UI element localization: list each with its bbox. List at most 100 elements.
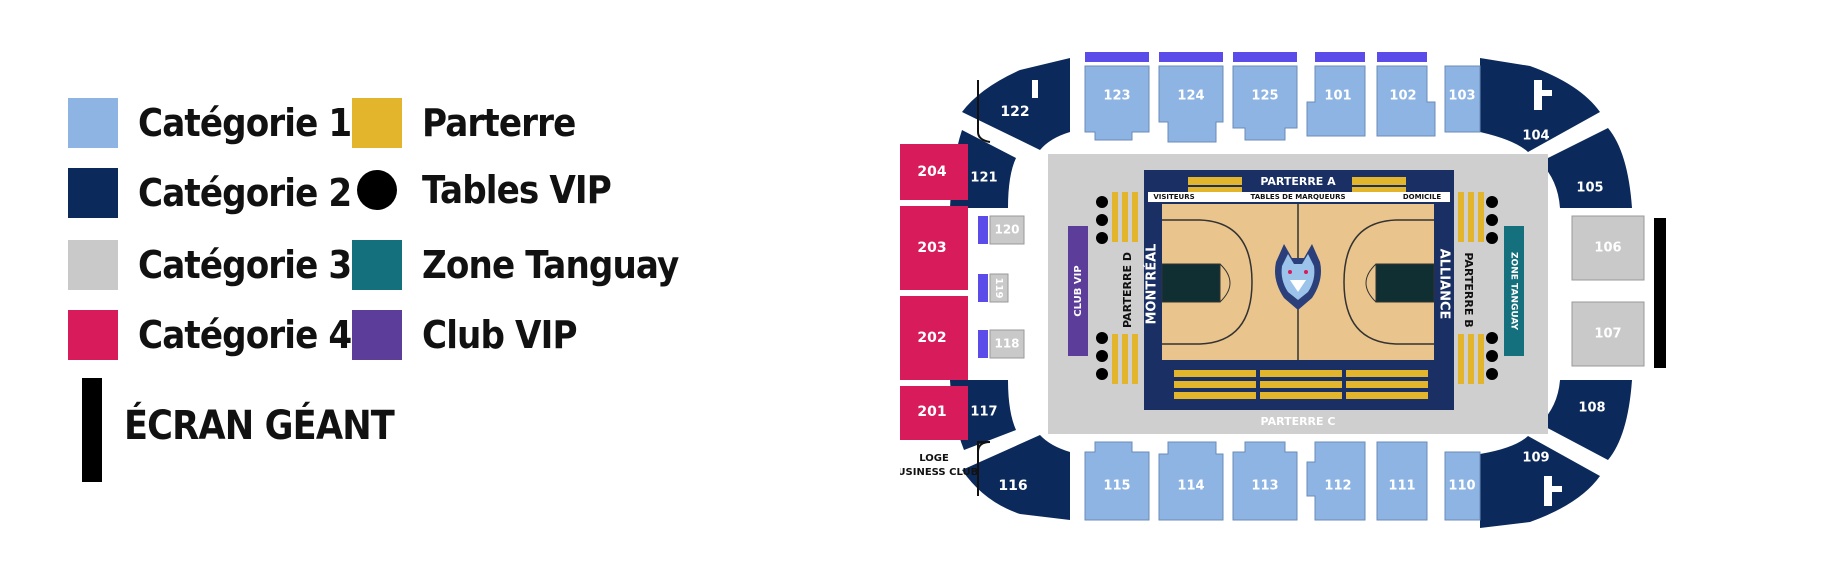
section-105[interactable] xyxy=(1540,128,1632,208)
section-204[interactable] xyxy=(900,144,968,200)
section-201[interactable] xyxy=(900,386,968,440)
vip-table[interactable] xyxy=(1486,332,1498,344)
section-202[interactable] xyxy=(900,296,968,380)
section-label: 120 xyxy=(994,223,1019,237)
vip-table[interactable] xyxy=(1096,214,1108,226)
table-dot-icon xyxy=(357,170,397,210)
section-109-mark xyxy=(1544,476,1562,506)
section-116[interactable] xyxy=(962,435,1070,520)
accessible-strips-top xyxy=(1085,52,1427,62)
vip-table[interactable] xyxy=(1486,368,1498,380)
legend-item-categorie-3: Catégorie 3 xyxy=(68,240,375,290)
giant-screen xyxy=(1654,218,1666,368)
vip-tables-right xyxy=(1486,196,1498,380)
section-101[interactable] xyxy=(1306,65,1366,137)
section-label: 118 xyxy=(994,337,1019,351)
left-divider xyxy=(977,80,991,496)
section-114[interactable] xyxy=(1158,441,1224,521)
vip-table[interactable] xyxy=(1486,232,1498,244)
section-123[interactable] xyxy=(1084,65,1150,141)
section-label: 119 xyxy=(993,278,1004,299)
section-118[interactable] xyxy=(989,329,1025,359)
vip-table[interactable] xyxy=(1096,368,1108,380)
section-label: 104 xyxy=(1522,129,1549,144)
parterre-a-row[interactable] xyxy=(1352,177,1406,185)
section-203[interactable] xyxy=(900,206,968,290)
ft-arc-left xyxy=(1219,263,1231,303)
parterre-a-row[interactable] xyxy=(1352,187,1406,195)
section-122-mark xyxy=(1032,80,1038,98)
section-108[interactable] xyxy=(1540,380,1632,460)
club-vip-label: CLUB VIP xyxy=(1073,265,1084,316)
section-102[interactable] xyxy=(1376,65,1436,137)
accessible-tab-119 xyxy=(978,274,988,302)
three-point-right xyxy=(1343,219,1434,345)
section-label: 202 xyxy=(917,330,946,346)
section-107[interactable] xyxy=(1571,301,1645,367)
wolf-logo-icon xyxy=(1275,244,1321,310)
legend: Catégorie 1 Catégorie 2 Catégorie 3 Caté… xyxy=(0,0,700,561)
swatch xyxy=(68,240,118,290)
section-112[interactable] xyxy=(1306,441,1366,521)
section-120[interactable] xyxy=(989,215,1025,245)
section-113[interactable] xyxy=(1232,441,1298,521)
section-122[interactable] xyxy=(962,58,1070,150)
section-label: 125 xyxy=(1251,89,1278,104)
section-label: 103 xyxy=(1448,89,1475,104)
legend-label: Catégorie 1 xyxy=(138,101,352,145)
vip-table[interactable] xyxy=(1486,350,1498,362)
section-label: 117 xyxy=(970,405,997,420)
swatch xyxy=(68,168,118,218)
swatch xyxy=(352,240,402,290)
legend-item-parterre: Parterre xyxy=(352,98,592,148)
section-label: 121 xyxy=(970,171,997,186)
parterre-c-rows[interactable] xyxy=(1174,370,1428,399)
parterre-a-row[interactable] xyxy=(1188,187,1242,195)
section-106[interactable] xyxy=(1571,215,1645,281)
section-115[interactable] xyxy=(1084,441,1150,521)
legend-label: Catégorie 2 xyxy=(138,171,352,215)
section-125[interactable] xyxy=(1232,65,1298,141)
giant-screen-label: ÉCRAN GÉANT xyxy=(124,403,395,449)
parterre-a-row[interactable] xyxy=(1188,177,1242,185)
section-109[interactable] xyxy=(1480,436,1600,528)
swatch xyxy=(352,310,402,360)
section-110[interactable] xyxy=(1444,451,1481,521)
cat3-sections: 120 119 118 106 107 xyxy=(978,215,1645,367)
legend-item-categorie-1: Catégorie 1 xyxy=(68,98,375,148)
ft-arc-right xyxy=(1365,263,1377,303)
section-label: 106 xyxy=(1594,241,1621,256)
club-vip[interactable] xyxy=(1068,226,1088,356)
accessible-strip xyxy=(1159,52,1223,62)
vip-table[interactable] xyxy=(1096,232,1108,244)
section-label: 112 xyxy=(1324,479,1351,494)
loge-line2: BUSINESS CLUB xyxy=(900,467,978,478)
cat1-top-sections: 123 124 125 101 102 103 xyxy=(1084,65,1481,143)
cat1-bottom-sections: 115 114 113 112 111 110 xyxy=(1084,441,1481,521)
vip-table[interactable] xyxy=(1486,214,1498,226)
parterre-b[interactable] xyxy=(1458,192,1484,384)
section-103[interactable] xyxy=(1444,65,1481,133)
section-124[interactable] xyxy=(1158,65,1224,143)
vip-table[interactable] xyxy=(1486,196,1498,208)
legend-label: Club VIP xyxy=(422,313,578,357)
section-label: 201 xyxy=(917,404,946,420)
zone-tanguay[interactable] xyxy=(1504,226,1524,356)
parterre-d[interactable] xyxy=(1112,192,1138,384)
section-119[interactable] xyxy=(989,273,1009,303)
vip-table[interactable] xyxy=(1096,350,1108,362)
section-label: 105 xyxy=(1576,181,1603,196)
cat4-sections: 204 203 202 201 xyxy=(900,144,968,440)
section-label: 108 xyxy=(1578,401,1605,416)
legend-label: Catégorie 3 xyxy=(138,243,352,287)
vip-table[interactable] xyxy=(1096,332,1108,344)
tables-marqueurs-label: TABLES DE MARQUEURS xyxy=(1250,193,1345,201)
team-left-label: MONTRÉAL xyxy=(1144,244,1160,325)
swatch xyxy=(68,310,118,360)
paint-right xyxy=(1375,263,1435,303)
loge-line1: LOGE xyxy=(919,453,949,464)
parterre-c-label: PARTERRE C xyxy=(1261,415,1336,428)
parterre-d-label: PARTERRE D xyxy=(1121,252,1134,328)
vip-table[interactable] xyxy=(1096,196,1108,208)
section-111[interactable] xyxy=(1376,441,1428,521)
